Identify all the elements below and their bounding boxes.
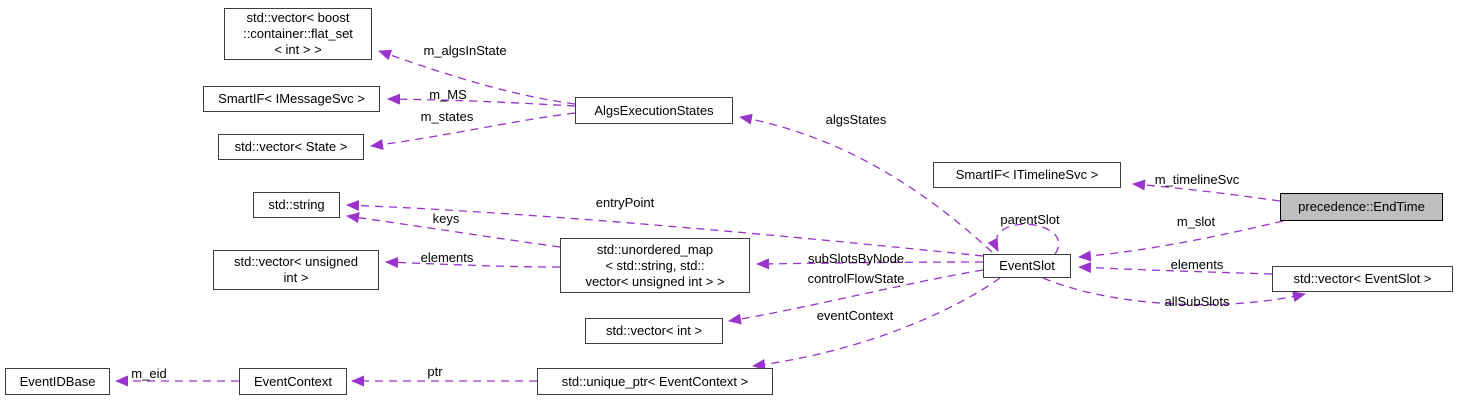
node-unordered-map[interactable]: std::unordered_map < std::string, std:: …	[560, 238, 750, 293]
edge-label-elements-right: elements	[1170, 257, 1224, 272]
edge-subslotsbynode	[756, 258, 984, 270]
node-precedence-endtime: precedence::EndTime	[1280, 193, 1443, 221]
edge-label-eventcontext: eventContext	[816, 308, 894, 323]
edge-algsstates	[739, 113, 993, 253]
edge-label-m-ms: m_MS	[429, 87, 467, 102]
node-event-slot[interactable]: EventSlot	[983, 254, 1071, 278]
edge-m-slot	[1078, 220, 1284, 262]
node-vector-eventslot[interactable]: std::vector< EventSlot >	[1272, 266, 1453, 292]
edge-label-ptr: ptr	[427, 364, 443, 379]
edge-label-m-algsinstate: m_algsInState	[423, 43, 507, 58]
edge-label-algsstates: algsStates	[825, 112, 887, 127]
edge-keys	[346, 212, 561, 248]
edge-label-m-states: m_states	[420, 109, 474, 124]
node-smartif-itimelinesvc[interactable]: SmartIF< ITimelineSvc >	[933, 162, 1121, 188]
edge-controlflowstate	[728, 269, 984, 325]
node-smartif-imessagesvc[interactable]: SmartIF< IMessageSvc >	[203, 86, 380, 112]
edge-parentslot-loop	[987, 223, 1060, 255]
node-event-id-base[interactable]: EventIDBase	[5, 368, 110, 395]
node-vector-state[interactable]: std::vector< State >	[218, 134, 364, 160]
node-event-context[interactable]: EventContext	[239, 368, 347, 395]
edge-label-keys: keys	[432, 211, 460, 226]
edge-label-m-eid: m_eid	[131, 366, 167, 381]
edge-label-subslotsbynode: subSlotsByNode	[807, 251, 905, 266]
edge-label-m-timelinesvc: m_timelineSvc	[1154, 172, 1240, 187]
node-algs-execution-states[interactable]: AlgsExecutionStates	[575, 97, 733, 124]
edge-label-controlflowstate: controlFlowState	[807, 271, 905, 286]
node-unique-ptr-event-context[interactable]: std::unique_ptr< EventContext >	[537, 368, 773, 395]
node-vector-int[interactable]: std::vector< int >	[585, 318, 723, 344]
edge-elements-left	[385, 256, 561, 268]
edge-elements-right	[1078, 262, 1273, 275]
edge-eventcontext	[752, 277, 1001, 370]
edge-m-states	[370, 112, 576, 150]
edge-label-entrypoint: entryPoint	[595, 195, 655, 210]
edge-label-elements-left: elements	[420, 250, 474, 265]
edge-m-algsinstate	[378, 49, 576, 105]
edge-label-allsubslots: allSubSlots	[1164, 294, 1230, 309]
edge-entrypoint	[346, 199, 984, 257]
node-vector-boost-flat-set[interactable]: std::vector< boost ::container::flat_set…	[224, 8, 372, 60]
edge-label-m-slot: m_slot	[1176, 214, 1216, 229]
edge-m-timelinesvc	[1132, 179, 1281, 202]
edge-label-parentslot: parentSlot	[1000, 212, 1060, 227]
edge-allsubslots	[1042, 277, 1306, 306]
node-std-string[interactable]: std::string	[253, 192, 340, 218]
node-vector-unsigned-int[interactable]: std::vector< unsigned int >	[213, 250, 379, 290]
edge-m-ms	[387, 93, 576, 107]
